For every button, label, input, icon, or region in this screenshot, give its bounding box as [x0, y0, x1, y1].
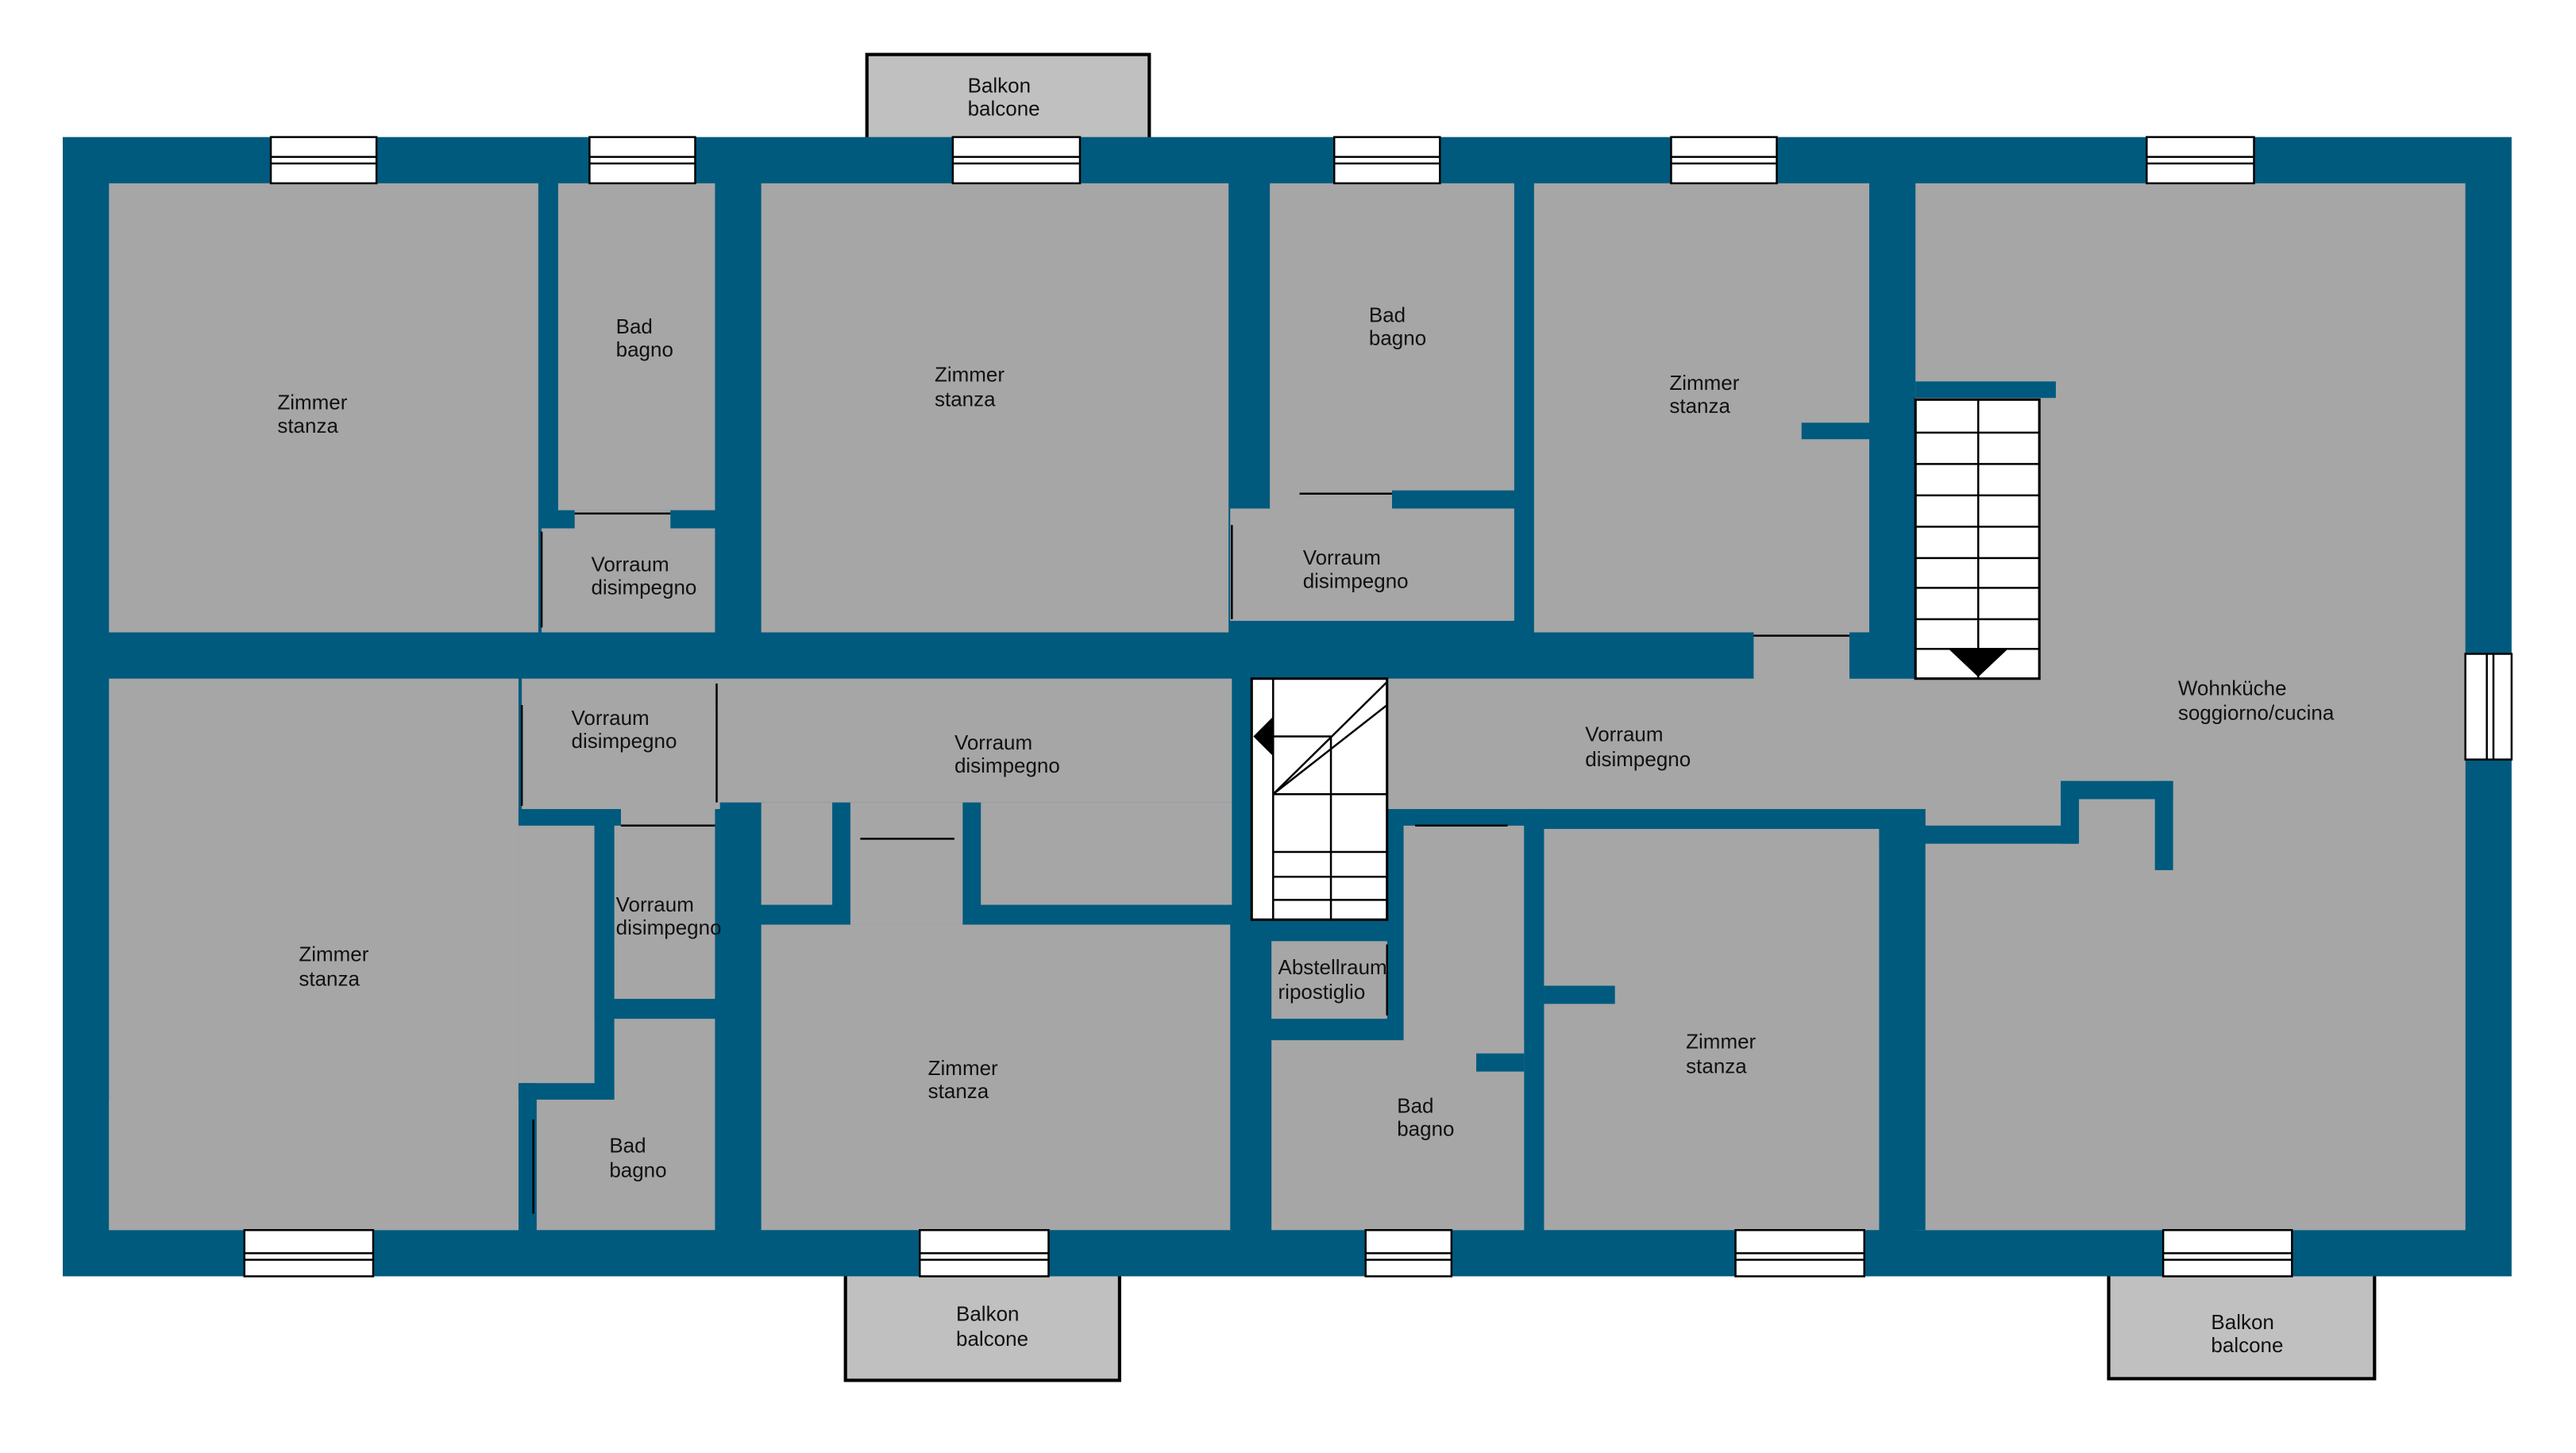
room-label: Bad — [616, 314, 653, 338]
room-label: disimpegno — [616, 915, 722, 939]
balcony-label: Balkon — [968, 73, 1031, 97]
room-label: stanza — [1669, 394, 1730, 418]
room-label: Vorraum — [1585, 723, 1663, 746]
room-label: Bad — [609, 1134, 646, 1158]
room-label: Wohnküche — [2178, 676, 2287, 700]
room-label: stanza — [1686, 1054, 1747, 1078]
balcony-top — [865, 52, 1151, 142]
balcony-label: Balkon — [956, 1302, 1019, 1326]
room-label: disimpegno — [591, 576, 696, 599]
room-label: Zimmer — [935, 362, 1005, 386]
rooms — [109, 183, 2466, 1231]
room-label: bagno — [609, 1158, 666, 1182]
room-label: Zimmer — [1669, 371, 1739, 395]
room-label: Zimmer — [277, 391, 347, 414]
room-label: stanza — [928, 1079, 989, 1103]
room-label: Zimmer — [299, 942, 368, 965]
room-label: disimpegno — [572, 729, 677, 753]
stairs-central — [1250, 677, 1389, 921]
room-label: stanza — [935, 387, 996, 411]
windows — [243, 136, 2513, 1278]
room-label: ripostiglio — [1278, 980, 1366, 1004]
room-label: Bad — [1369, 303, 1406, 327]
room-label: Vorraum — [616, 892, 694, 916]
stairs-right — [1914, 398, 2041, 680]
room-label: bagno — [616, 337, 673, 361]
balcony-label: balcone — [968, 97, 1040, 121]
room-label: disimpegno — [954, 753, 1060, 777]
interior-walls — [518, 381, 2173, 1231]
door-openings — [520, 492, 1850, 1214]
room-label: Vorraum — [1303, 545, 1381, 569]
balcony-label: balcone — [956, 1327, 1028, 1351]
room-label: Zimmer — [1686, 1029, 1756, 1053]
room-label: soggiorno/cucina — [2178, 701, 2335, 725]
room-label: Vorraum — [591, 553, 669, 576]
balcony-label: Balkon — [2211, 1310, 2273, 1334]
room-label: stanza — [299, 966, 360, 990]
balcony-label: balcone — [2211, 1333, 2283, 1357]
room-label: stanza — [277, 414, 338, 437]
room-label: disimpegno — [1585, 747, 1691, 771]
stair-direction-arrow-icon — [1253, 716, 1274, 757]
room-label: Zimmer — [928, 1056, 998, 1080]
room-label: Abstellraum — [1278, 955, 1387, 979]
room-label: Bad — [1397, 1094, 1433, 1118]
balcony-bottom-left — [843, 1271, 1121, 1382]
room-label: bagno — [1369, 326, 1426, 350]
room-label: bagno — [1397, 1117, 1454, 1141]
room-label: Vorraum — [572, 706, 650, 730]
room-label: Vorraum — [954, 730, 1032, 754]
room-label: disimpegno — [1303, 568, 1409, 592]
room-labels: Zimmer stanza Bad bagno Vorraum disimpeg… — [277, 73, 2334, 1357]
stair-direction-arrow-icon — [1948, 649, 2008, 677]
